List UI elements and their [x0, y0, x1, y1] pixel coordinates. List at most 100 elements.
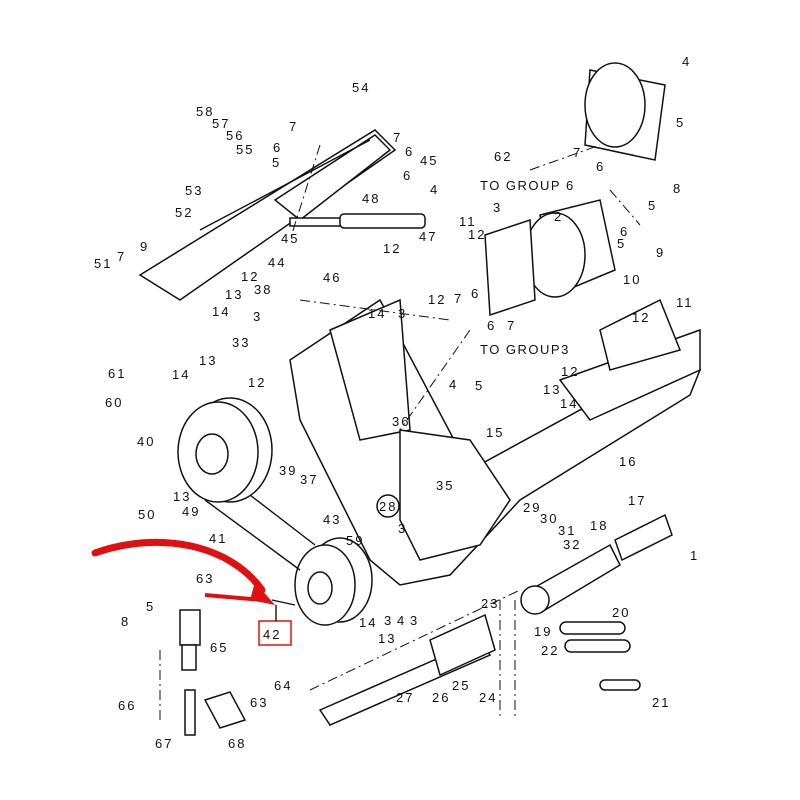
part-label: 32	[563, 537, 581, 552]
part-label: 49	[182, 504, 200, 519]
part-label: 54	[352, 80, 370, 95]
part-label: 5	[676, 115, 685, 130]
part-label: 4	[430, 182, 439, 197]
part-label: 7	[454, 291, 463, 306]
part-label: 7	[573, 145, 582, 160]
part-label: 62	[494, 149, 512, 164]
part-label: 31	[558, 523, 576, 538]
part-label: 26	[432, 690, 450, 705]
part-label: 16	[619, 454, 637, 469]
shaft-27	[318, 613, 496, 726]
part-label: 39	[279, 463, 297, 478]
part-label: 7	[393, 130, 402, 145]
part-label: 45	[420, 153, 438, 168]
part-label: 55	[236, 142, 254, 157]
part-label: 12	[561, 364, 579, 379]
part-label: 20	[612, 605, 630, 620]
part-label: 60	[105, 395, 123, 410]
part-label: 25	[452, 678, 470, 693]
part-label: 5	[475, 378, 484, 393]
part-label: 13	[173, 489, 191, 504]
part-label: 23	[481, 596, 499, 611]
part-label: 65	[210, 640, 228, 655]
part-label: 19	[534, 624, 552, 639]
part-label: 40	[137, 434, 155, 449]
highlighted-part-label[interactable]: 42	[263, 627, 281, 642]
part-label: 6	[596, 159, 605, 174]
part-label: 6	[405, 144, 414, 159]
part-label: 6	[620, 224, 629, 239]
pulley-43	[294, 537, 373, 626]
part-label: 6	[471, 286, 480, 301]
part-label: 6	[403, 168, 412, 183]
part-label: 38	[254, 282, 272, 297]
to-group-3-label: TO GROUP3	[480, 342, 570, 357]
part-label: 5	[648, 198, 657, 213]
part-label: 12	[383, 241, 401, 256]
part-label: 13	[378, 631, 396, 646]
part-label: 64	[274, 678, 292, 693]
red-arrowhead	[250, 582, 275, 605]
part-label: 28	[379, 499, 397, 514]
part-label: 30	[540, 511, 558, 526]
leader-lines	[159, 144, 641, 720]
part-label: 11	[459, 214, 477, 229]
red-arrow	[91, 538, 266, 594]
part-label: 9	[140, 239, 149, 254]
part-label: 45	[281, 231, 299, 246]
part-label: 44	[268, 255, 286, 270]
part-label: 14	[212, 304, 230, 319]
part-label: 3	[384, 613, 393, 628]
part-label: 12	[248, 375, 266, 390]
part-label: 4	[397, 613, 406, 628]
part-label: 50	[138, 507, 156, 522]
part-label: 51	[94, 256, 112, 271]
part-label: 63	[250, 695, 268, 710]
part-label: 12	[241, 269, 259, 284]
part-label: 1	[690, 548, 699, 563]
part-label: 14	[368, 306, 386, 321]
to-group-6-label: TO GROUP 6	[480, 178, 575, 193]
drum-middle	[484, 199, 616, 317]
part-label: 14	[560, 396, 578, 411]
part-label: 67	[155, 736, 173, 751]
part-label: 18	[590, 518, 608, 533]
part-label: 61	[108, 366, 126, 381]
part-label: 59	[346, 533, 364, 548]
part-label: 3	[253, 309, 262, 324]
part-label: 15	[486, 425, 504, 440]
callout-box-42[interactable]	[258, 620, 292, 646]
shaft-18	[520, 513, 673, 615]
part-label: 5	[617, 236, 626, 251]
part-label: 57	[212, 116, 230, 131]
part-label: 66	[118, 698, 136, 713]
drive-belt	[204, 494, 316, 571]
part-label: 6	[487, 318, 496, 333]
part-label: 10	[623, 272, 641, 287]
part-label: 4	[449, 377, 458, 392]
part-label: 12	[428, 292, 446, 307]
part-label: 35	[436, 478, 454, 493]
part-label: 52	[175, 205, 193, 220]
part-label: 58	[196, 104, 214, 119]
part-label: 5	[272, 155, 281, 170]
part-label: 43	[323, 512, 341, 527]
part-label: 7	[289, 119, 298, 134]
part-label-circle	[376, 494, 400, 518]
part-label: 13	[199, 353, 217, 368]
part-label: 48	[362, 191, 380, 206]
part-label: 12	[468, 227, 486, 242]
part-label: 11	[676, 295, 694, 310]
part-label: 9	[656, 245, 665, 260]
part-label: 68	[228, 736, 246, 751]
part-label: 2	[554, 209, 563, 224]
part-label: 33	[232, 335, 250, 350]
part-label: 7	[507, 318, 516, 333]
part-label: 6	[273, 140, 282, 155]
chain-20	[559, 621, 641, 691]
part-label: 3	[398, 521, 407, 536]
part-label: 13	[543, 382, 561, 397]
part-label: 29	[523, 500, 541, 515]
